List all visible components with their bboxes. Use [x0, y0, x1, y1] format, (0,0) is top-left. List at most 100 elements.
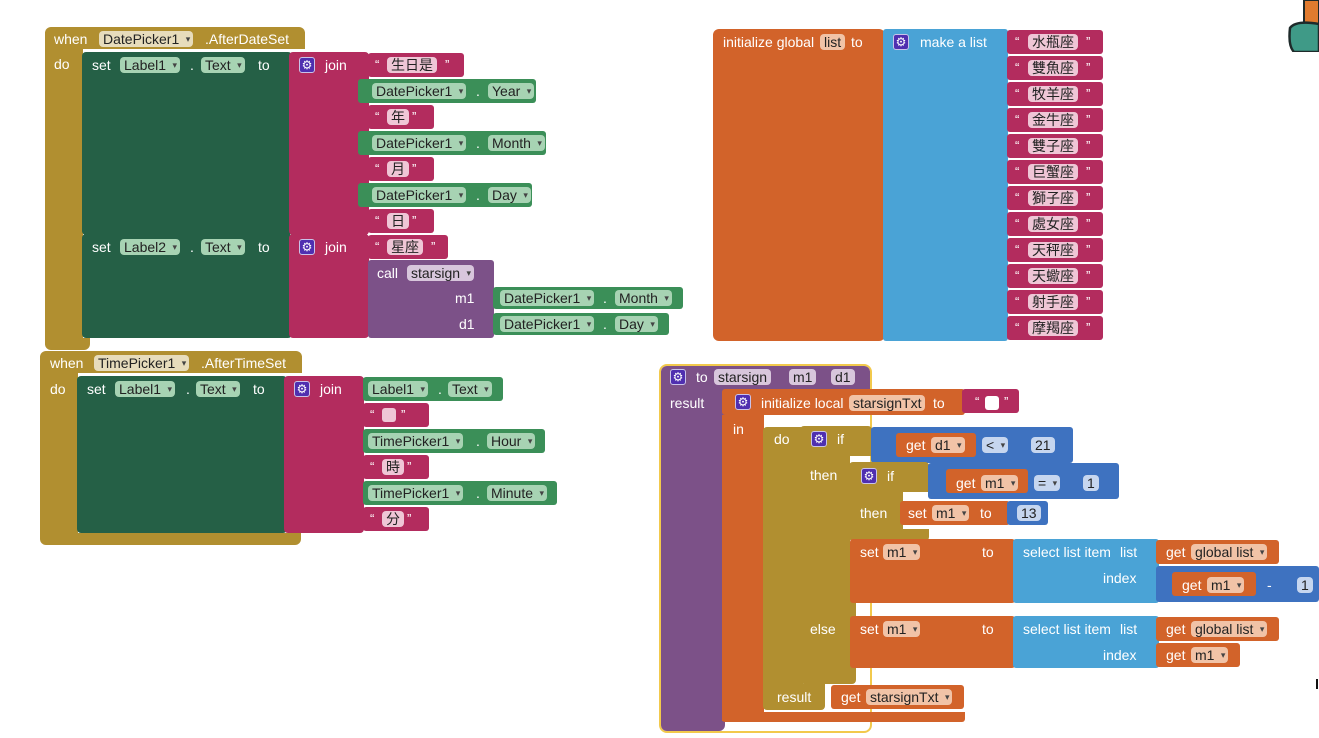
param-d1[interactable]: d1 [831, 369, 855, 385]
var-dropdown[interactable]: global list▾ [1191, 621, 1268, 637]
operator-dropdown[interactable]: =▾ [1034, 475, 1061, 491]
procedure-dropdown[interactable]: starsign▾ [407, 265, 475, 281]
prop-dropdown[interactable]: Month▾ [615, 290, 672, 306]
mutator-gear-icon[interactable]: ⚙ [811, 431, 827, 447]
text-value[interactable]: 水瓶座 [1028, 34, 1078, 50]
component-dropdown[interactable]: DatePicker1▾ [500, 316, 595, 332]
number-value[interactable]: 1 [1083, 475, 1099, 491]
get-keyword: get [956, 475, 976, 491]
component-dropdown[interactable]: DatePicker1▾ [99, 31, 194, 47]
dot-label: . [438, 381, 442, 397]
component-dropdown[interactable]: TimePicker1▾ [94, 355, 190, 371]
var-dropdown[interactable]: m1▾ [1191, 647, 1229, 663]
mutator-gear-icon[interactable]: ⚙ [299, 57, 315, 73]
label1-dropdown[interactable]: Label1▾ [120, 57, 181, 73]
text-value[interactable]: 星座 [387, 239, 423, 255]
procedure-name[interactable]: starsign [714, 369, 772, 385]
label1-dropdown[interactable]: Label1▾ [115, 381, 176, 397]
prop-dropdown[interactable]: Day▾ [615, 316, 658, 332]
dot-label: . [186, 381, 190, 397]
set-starsigntxt-block-1[interactable] [850, 539, 1015, 603]
local-var-name[interactable]: starsignTxt [849, 395, 926, 411]
number-value[interactable]: 1 [1297, 577, 1313, 593]
prop-dropdown[interactable]: Year▾ [488, 83, 535, 99]
prop-dropdown[interactable]: Day▾ [488, 187, 531, 203]
if-keyword: if [887, 468, 894, 484]
var-dropdown[interactable]: m1▾ [981, 475, 1019, 491]
component-dropdown[interactable]: DatePicker1▾ [372, 187, 467, 203]
text-prop-dropdown[interactable]: Text▾ [201, 57, 245, 73]
dot-label: . [190, 57, 194, 73]
var-dropdown[interactable]: m1▾ [1207, 577, 1245, 593]
text-value[interactable]: 雙魚座 [1028, 60, 1078, 76]
component-dropdown[interactable]: DatePicker1▾ [500, 290, 595, 306]
text-value[interactable]: 時 [382, 459, 404, 475]
list-keyword: list [1120, 544, 1138, 560]
index-keyword: index [1103, 570, 1137, 586]
backpack-mascot-icon[interactable] [1286, 0, 1319, 54]
text-value[interactable]: 月 [387, 161, 409, 177]
text-value[interactable]: 天蠍座 [1028, 268, 1078, 284]
make-list-block[interactable] [883, 29, 1008, 341]
get-keyword: get [841, 689, 861, 705]
label2-dropdown[interactable]: Label2▾ [120, 239, 181, 255]
join-keyword: join [325, 239, 347, 255]
mutator-gear-icon[interactable]: ⚙ [670, 369, 686, 385]
mutator-gear-icon[interactable]: ⚙ [299, 239, 315, 255]
var-dropdown[interactable]: d1▾ [931, 437, 965, 453]
when-label: when [50, 355, 84, 371]
var-dropdown[interactable]: starsignTxt▾ [866, 689, 953, 705]
do-result-block[interactable] [763, 427, 803, 709]
text-value[interactable]: 天秤座 [1028, 242, 1078, 258]
mutator-gear-icon[interactable]: ⚙ [735, 394, 751, 410]
set-keyword: set [860, 621, 879, 637]
operator-dropdown[interactable]: <▾ [982, 437, 1009, 453]
text-value[interactable]: 處女座 [1028, 216, 1078, 232]
text-value[interactable]: 射手座 [1028, 294, 1078, 310]
get-keyword: get [1182, 577, 1202, 593]
text-value[interactable]: 生日是 [387, 57, 437, 73]
text-value[interactable]: 年 [387, 109, 409, 125]
dot-label: . [476, 433, 480, 449]
mutator-gear-icon[interactable]: ⚙ [893, 34, 909, 50]
text-prop-dropdown[interactable]: Text▾ [201, 239, 245, 255]
text-value[interactable]: 日 [387, 213, 409, 229]
component-dropdown[interactable]: TimePicker1▾ [368, 485, 464, 501]
text-value[interactable]: 牧羊座 [1028, 86, 1078, 102]
text-value[interactable]: 雙子座 [1028, 138, 1078, 154]
text-value[interactable]: 巨蟹座 [1028, 164, 1078, 180]
prop-dropdown[interactable]: Text▾ [448, 381, 492, 397]
text-value[interactable]: 分 [382, 511, 404, 527]
global-var-name[interactable]: list [820, 34, 846, 50]
dot-label: . [476, 83, 480, 99]
var-dropdown[interactable]: m1▾ [932, 505, 970, 521]
text-value[interactable]: 金牛座 [1028, 112, 1078, 128]
mutator-gear-icon[interactable]: ⚙ [861, 468, 877, 484]
set-starsigntxt-block-2[interactable] [850, 616, 1015, 668]
component-dropdown[interactable]: DatePicker1▾ [372, 83, 467, 99]
select-list-item-block-1[interactable] [1013, 539, 1159, 603]
select-list-item-block-2[interactable] [1013, 616, 1159, 668]
init-local-block[interactable] [722, 389, 965, 415]
var-dropdown[interactable]: m1▾ [883, 544, 921, 560]
then-keyword: then [860, 505, 888, 521]
var-dropdown[interactable]: global list▾ [1191, 544, 1268, 560]
text-value[interactable]: 摩羯座 [1028, 320, 1078, 336]
component-dropdown[interactable]: TimePicker1▾ [368, 433, 464, 449]
mutator-gear-icon[interactable]: ⚙ [294, 381, 310, 397]
component-dropdown[interactable]: DatePicker1▾ [372, 135, 467, 151]
text-value[interactable]: 獅子座 [1028, 190, 1078, 206]
number-value[interactable]: 21 [1031, 437, 1055, 453]
param-m1[interactable]: m1 [789, 369, 817, 385]
component-dropdown[interactable]: Label1▾ [368, 381, 429, 397]
event-name: .AfterDateSet [205, 31, 290, 47]
to-keyword: to [980, 505, 992, 521]
text-value[interactable] [382, 408, 396, 422]
prop-dropdown[interactable]: Hour▾ [487, 433, 536, 449]
text-prop-dropdown[interactable]: Text▾ [196, 381, 240, 397]
number-value[interactable]: 13 [1017, 505, 1041, 521]
var-dropdown[interactable]: m1▾ [883, 621, 921, 637]
prop-dropdown[interactable]: Month▾ [488, 135, 545, 151]
prop-dropdown[interactable]: Minute▾ [487, 485, 548, 501]
empty-text-value[interactable] [985, 396, 999, 410]
